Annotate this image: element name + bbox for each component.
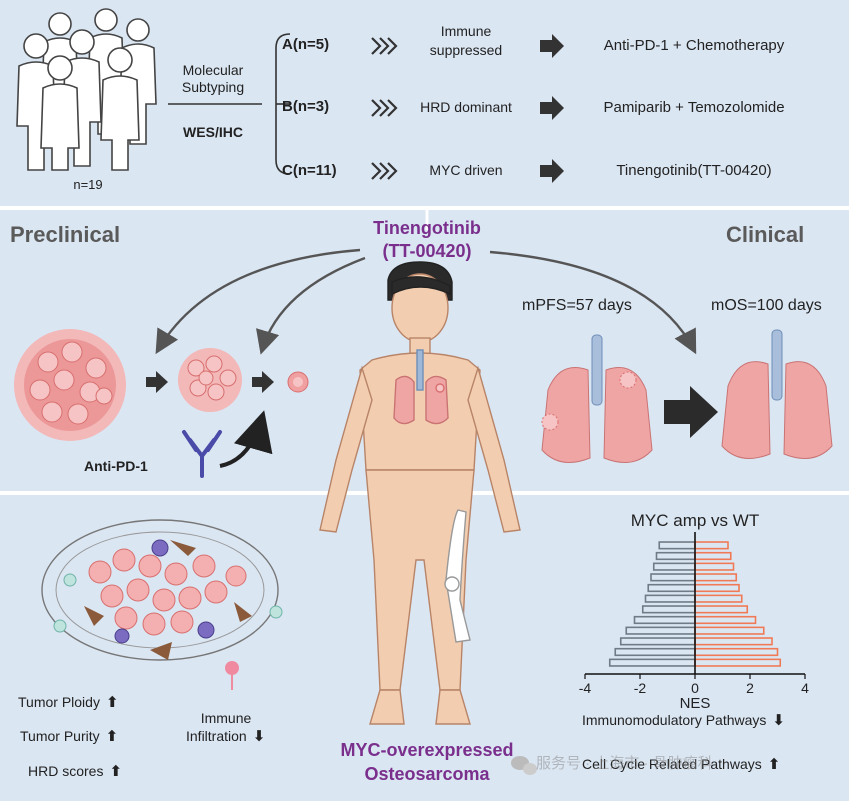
watermark: 服务号 · 上海市 · 骨肿瘤科 (536, 755, 713, 772)
method-line1: Molecular (182, 62, 244, 78)
subtype-a-feature-line1: Immune (440, 23, 492, 39)
chart-title: MYC amp vs WT (631, 511, 759, 530)
bar-positive-7 (694, 615, 757, 625)
subtype-c-group: C(n=11) (282, 162, 337, 179)
lungs-after-icon (721, 329, 833, 459)
bar-positive-2 (694, 562, 735, 571)
x-tick-label: 4 (801, 680, 809, 696)
bar-positive-1 (694, 551, 732, 561)
immune-infiltration-line2: Infiltration (186, 728, 247, 744)
antibody-icon (182, 430, 222, 478)
patient-figure (319, 261, 521, 725)
x-axis-label: NES (680, 695, 711, 712)
clinical-heading: Clinical (726, 222, 805, 247)
cohort-size: n=19 (73, 177, 103, 192)
antipd1-label: Anti-PD-1 (84, 458, 148, 474)
bar-negative-4 (647, 583, 696, 593)
tumor-microenvironment-icon (41, 519, 283, 690)
arrow-up-icon: ⬆ (105, 728, 119, 745)
cell-cycle-pathway-item: Cell Cycle Related Pathways ⬆ (582, 756, 780, 773)
subtype-b-group: B(n=3) (282, 98, 330, 115)
subtype-c-feature: MYC driven (429, 162, 503, 178)
hrd-scores-item: HRD scores ⬆ (28, 763, 122, 780)
method-tech: WES/IHC (183, 124, 243, 140)
arrow-down-icon: ⬇ (772, 712, 785, 729)
arrow-up-icon: ⬆ (767, 756, 781, 773)
treatment-arrow (664, 386, 718, 438)
subject-line2: Osteosarcoma (364, 764, 490, 784)
immune-infiltration-line1: Immune (200, 710, 252, 726)
bar-negative-10 (614, 647, 696, 657)
subtype-branch (168, 33, 291, 175)
bar-positive-8 (694, 626, 765, 635)
preclinical-heading: Preclinical (10, 222, 121, 247)
bar-negative-3 (650, 573, 696, 582)
x-tick-label: -2 (634, 680, 647, 696)
subtype-c-therapy: Tinengotinib(TT-00420) (616, 162, 772, 179)
tumor-ploidy-label: Tumor Ploidy (18, 694, 100, 710)
x-tick-label: 0 (691, 680, 699, 696)
tumor-purity-item: Tumor Purity ⬆ (20, 728, 118, 745)
arrow-down-icon: ⬇ (252, 728, 266, 745)
antibody-arrow (219, 410, 273, 468)
bar-positive-0 (694, 541, 729, 550)
bar-negative-7 (633, 615, 696, 625)
subtype-a-therapy: Anti-PD-1 + Chemotherapy (603, 37, 785, 54)
bar-negative-1 (655, 551, 696, 561)
tumor-ploidy-item: Tumor Ploidy ⬆ (18, 694, 119, 711)
bar-negative-9 (619, 637, 696, 646)
x-tick-label: -4 (579, 680, 592, 696)
drug-name-line1: Tinengotinib (373, 218, 481, 238)
wechat-logo (511, 756, 537, 775)
bar-positive-3 (694, 573, 738, 582)
bar-negative-6 (641, 605, 696, 614)
hrd-scores-label: HRD scores (28, 763, 104, 779)
bar-positive-10 (694, 647, 779, 657)
lungs-before-icon (541, 334, 653, 463)
mpfs-label: mPFS=57 days (522, 297, 632, 314)
bar-positive-11 (694, 658, 782, 667)
subject-line1: MYC-overexpressed (340, 740, 514, 760)
bar-negative-5 (644, 594, 696, 603)
bar-negative-2 (652, 562, 696, 571)
tumor-purity-label: Tumor Purity (20, 728, 100, 744)
patient-crowd-icon (16, 8, 157, 171)
subtype-b-therapy: Pamiparib + Temozolomide (603, 99, 785, 116)
method-line2: Subtyping (181, 79, 245, 95)
arrow-shrink-1 (146, 371, 168, 393)
bar-positive-6 (694, 605, 749, 614)
tumor-small-icon (287, 371, 309, 393)
subtype-b-feature: HRD dominant (420, 99, 512, 115)
subtype-a-feature-line2: suppressed (429, 42, 503, 58)
bar-negative-11 (608, 658, 696, 667)
tumor-large-icon (14, 329, 126, 441)
drug-curved-arrows (155, 248, 697, 355)
arrow-shrink-2 (252, 371, 274, 393)
immuno-pathway-item: Immunomodulatory Pathways ⬇ (582, 712, 785, 729)
row-arrows (540, 34, 564, 183)
tumor-medium-icon (178, 348, 242, 412)
bar-positive-5 (694, 594, 743, 603)
drug-name-line2: (TT-00420) (382, 241, 472, 261)
arrow-up-icon: ⬆ (105, 694, 119, 711)
row-chevrons (371, 37, 398, 180)
bar-negative-8 (625, 626, 696, 635)
bar-positive-9 (694, 637, 773, 646)
x-tick-label: 2 (746, 680, 754, 696)
cell-cycle-pathway-label: Cell Cycle Related Pathways (582, 756, 762, 772)
nes-bar-chart: -4 -2 0 2 4 MYC amp vs WT NES (579, 511, 809, 712)
subtype-a-group: A(n=5) (282, 36, 330, 53)
immuno-pathway-label: Immunomodulatory Pathways (582, 712, 767, 728)
mos-label: mOS=100 days (711, 297, 822, 314)
immune-infiltration-item: Infiltration ⬇ (186, 728, 265, 745)
arrow-up-icon: ⬆ (109, 763, 123, 780)
bar-positive-4 (694, 583, 740, 593)
bar-negative-0 (658, 541, 696, 550)
